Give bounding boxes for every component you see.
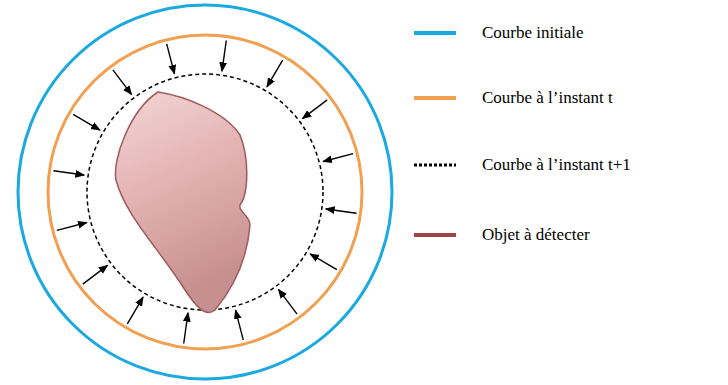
arrow (267, 60, 283, 87)
arrow (127, 297, 143, 324)
legend-label: Courbe initiale (482, 23, 584, 43)
legend-entry: Courbe initiale (414, 23, 584, 43)
legend-label: Objet à détecter (482, 225, 590, 245)
object-to-detect (115, 92, 250, 312)
arrow (302, 100, 327, 119)
legend-line (414, 96, 456, 100)
arrow (53, 171, 84, 175)
legend-line (414, 164, 456, 167)
legend-label: Courbe à l’instant t (482, 88, 613, 108)
arrow (326, 209, 357, 213)
arrow (113, 70, 132, 95)
arrow (167, 44, 175, 74)
legend-entry: Courbe à l’instant t (414, 88, 613, 108)
arrow (222, 40, 226, 71)
arrow (83, 265, 108, 284)
legend-sample (414, 94, 456, 102)
legend-sample (414, 29, 456, 37)
arrow (184, 313, 188, 344)
arrow (236, 310, 244, 340)
legend-line (414, 233, 456, 237)
initial-curve (18, 5, 392, 379)
legend-sample (414, 161, 456, 169)
legend-entry: Courbe à l’instant t+1 (414, 155, 631, 175)
legend-line (414, 31, 456, 35)
arrow (310, 254, 337, 270)
curve-at-t (48, 35, 362, 349)
legend-sample (414, 231, 456, 239)
arrow (323, 154, 353, 162)
arrow (57, 223, 87, 231)
legend-entry: Objet à détecter (414, 225, 590, 245)
legend-label: Courbe à l’instant t+1 (482, 155, 631, 175)
evolution-arrows (53, 40, 356, 343)
arrow (73, 114, 100, 130)
arrow (278, 289, 297, 314)
